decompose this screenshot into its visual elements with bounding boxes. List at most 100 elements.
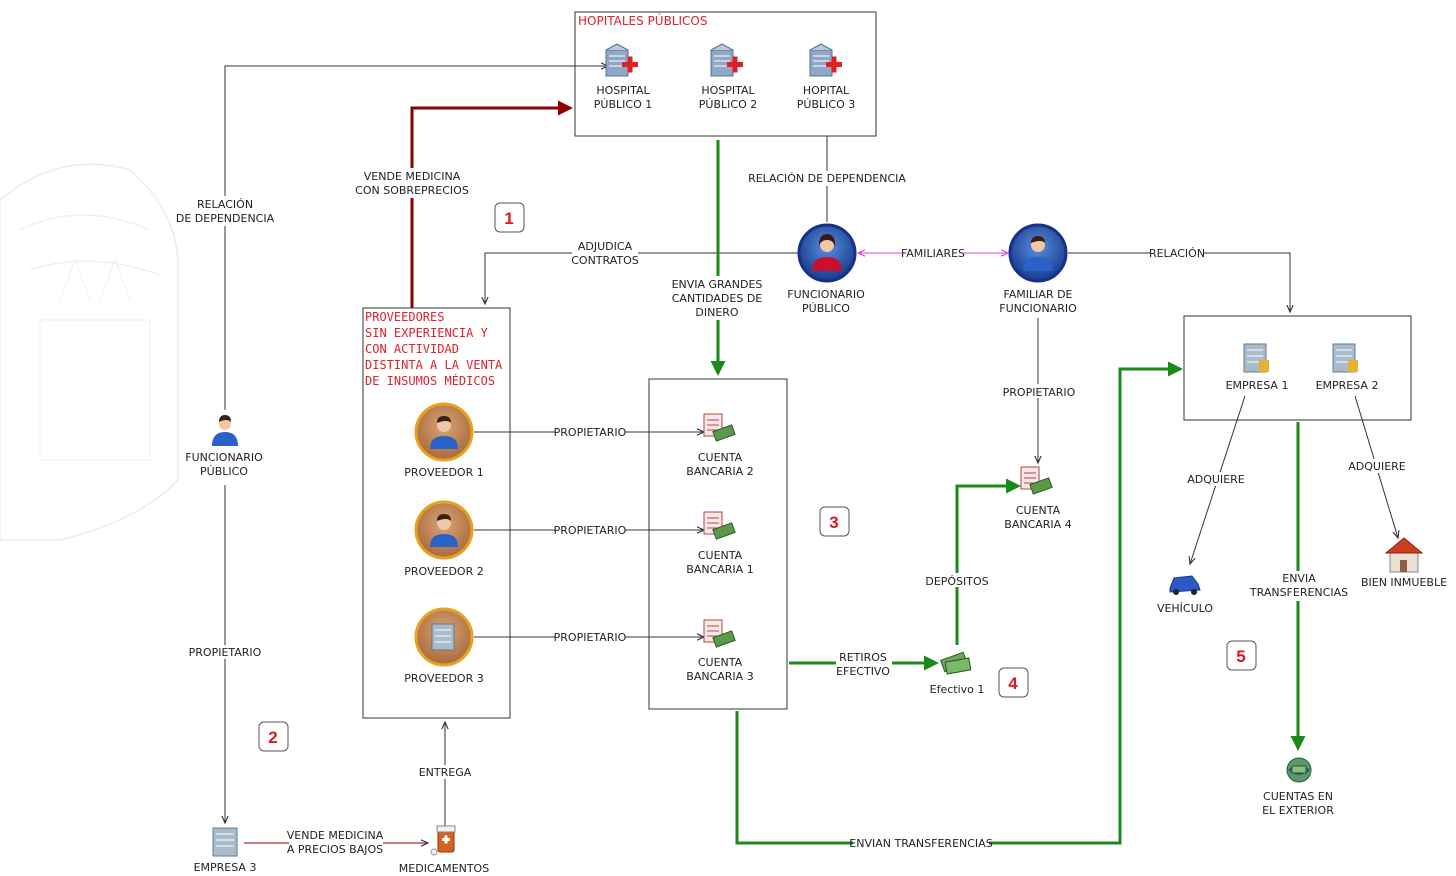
vehicle-node[interactable]: VEHÍCULO [1157, 575, 1213, 615]
svg-text:EMPRESA 1: EMPRESA 1 [1226, 379, 1289, 392]
svg-text:PROPIETARIO: PROPIETARIO [189, 646, 262, 659]
edge-depositos [955, 478, 1021, 645]
svg-text:Efectivo 1: Efectivo 1 [930, 683, 985, 696]
edge-vende-sobreprecios [410, 100, 573, 308]
bank-account-icon [703, 413, 736, 442]
company-node-1[interactable]: EMPRESA 1 [1226, 343, 1289, 392]
male-person-icon [430, 514, 458, 547]
edge-adjudica [485, 252, 798, 304]
svg-text:ADQUIERE: ADQUIERE [1187, 473, 1245, 486]
svg-text:1: 1 [504, 209, 513, 228]
bank-account-icon [703, 619, 736, 648]
providers-group-title: PROVEEDORES SIN EXPERIENCIA Y CON ACTIVI… [365, 310, 510, 388]
edge-rel-dependencia-left [224, 66, 608, 410]
svg-text:PROPIETARIO: PROPIETARIO [554, 524, 627, 537]
svg-text:PROPIETARIO: PROPIETARIO [1003, 386, 1076, 399]
male-person-icon [430, 416, 458, 449]
badge-2: 2 [258, 721, 289, 752]
office-building-icon [212, 827, 238, 857]
company-node-2[interactable]: EMPRESA 2 [1316, 343, 1379, 392]
svg-text:5: 5 [1236, 647, 1245, 666]
badge-5: 5 [1226, 640, 1257, 671]
provider-node-3[interactable]: PROVEEDOR 3 [404, 607, 484, 685]
edge-relacion [1068, 252, 1290, 312]
svg-text:PROPIETARIO: PROPIETARIO [554, 631, 627, 644]
house-icon [1384, 537, 1424, 573]
female-person-icon [812, 234, 842, 271]
edge-envian-transferencias [735, 361, 1183, 845]
hospitals-group-title: HOPITALES PÚBLICOS [578, 13, 707, 28]
svg-text:RELACIÓN: RELACIÓN [1149, 247, 1205, 260]
svg-text:ENTREGA: ENTREGA [419, 766, 472, 779]
companies-group-box [1183, 315, 1412, 421]
svg-text:EMPRESA 2: EMPRESA 2 [1316, 379, 1379, 392]
company-node-3[interactable]: EMPRESA 3 [194, 827, 257, 874]
office-building-icon [1243, 343, 1269, 373]
svg-text:2: 2 [268, 728, 277, 747]
badge-3: 3 [819, 506, 850, 537]
hospital-building-icon [809, 43, 842, 77]
hospital-building-icon [605, 43, 638, 77]
provider-node-2[interactable]: PROVEEDOR 2 [404, 500, 484, 578]
svg-text:DEPÓSITOS: DEPÓSITOS [925, 575, 988, 588]
svg-text:3: 3 [829, 513, 838, 532]
watermark-seal [0, 163, 179, 541]
globe-money-icon [1286, 757, 1312, 783]
svg-text:PROPIETARIO: PROPIETARIO [554, 426, 627, 439]
car-icon [1169, 575, 1201, 595]
medicine-bottle-icon [430, 825, 456, 856]
bank-account-icon [1020, 466, 1053, 495]
office-building-icon [431, 623, 455, 651]
hospital-building-icon [710, 43, 743, 77]
bank-account-icon [703, 511, 736, 540]
badge-1: 1 [494, 202, 525, 233]
badge-4: 4 [998, 667, 1029, 698]
cash-node[interactable]: Efectivo 1 [930, 651, 985, 696]
male-person-icon [1023, 236, 1053, 271]
svg-text:MEDICAMENTOS: MEDICAMENTOS [399, 862, 489, 875]
svg-text:VEHÍCULO: VEHÍCULO [1157, 602, 1213, 615]
medicines-node[interactable]: MEDICAMENTOS [399, 825, 489, 875]
svg-text:PROVEEDOR 3: PROVEEDOR 3 [404, 672, 483, 685]
property-node[interactable]: BIEN INMUEBLE [1361, 537, 1447, 589]
office-building-icon [1332, 343, 1358, 373]
svg-text:ADQUIERE: ADQUIERE [1348, 460, 1406, 473]
svg-text:EMPRESA 3: EMPRESA 3 [194, 861, 257, 874]
svg-text:PROVEEDOR 2: PROVEEDOR 2 [404, 565, 483, 578]
svg-text:ENVIAN TRANSFERENCIAS: ENVIAN TRANSFERENCIAS [849, 837, 992, 850]
cash-icon [940, 651, 972, 675]
svg-text:RELACIÓN DE DEPENDENCIA: RELACIÓN DE DEPENDENCIA [748, 172, 906, 185]
svg-text:4: 4 [1008, 674, 1018, 693]
male-person-icon [212, 415, 238, 446]
provider-node-1[interactable]: PROVEEDOR 1 [404, 402, 484, 479]
